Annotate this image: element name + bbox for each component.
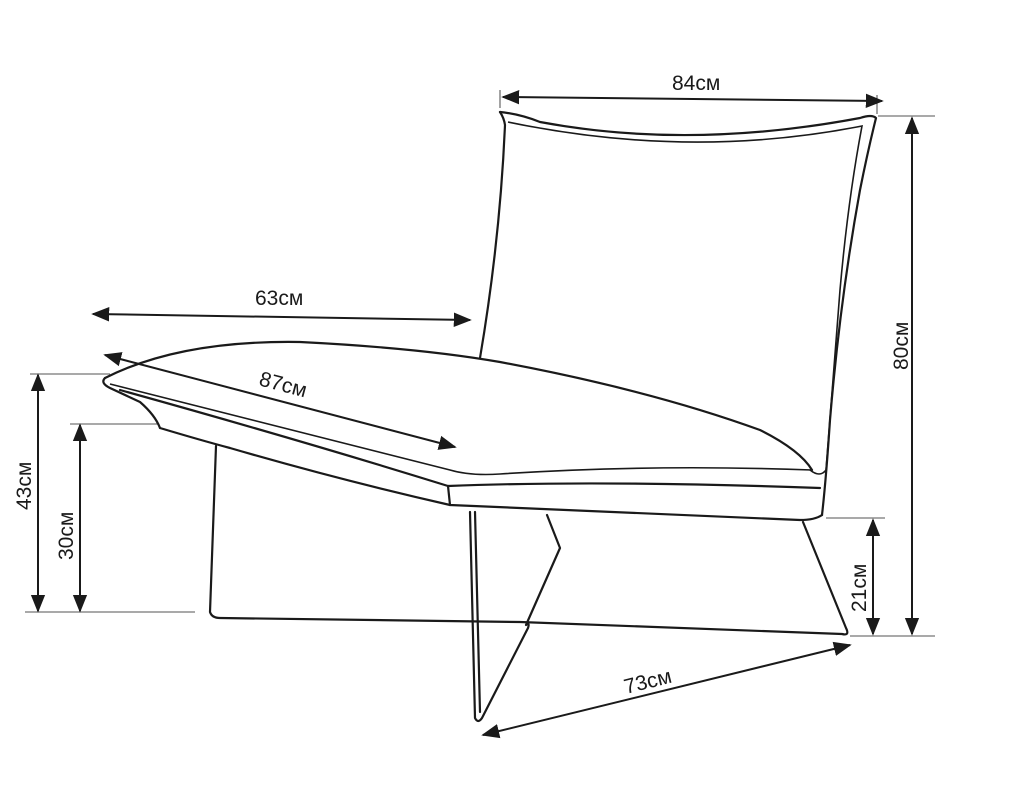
backrest	[478, 110, 878, 517]
arrow-87	[103, 352, 457, 450]
label-seat-width: 63см	[255, 287, 303, 310]
arrow-84	[501, 89, 884, 109]
metal-frame	[208, 444, 849, 723]
label-rear-seat-height: 30см	[55, 512, 78, 560]
arrow-63	[91, 307, 472, 327]
label-front-seat-height: 43см	[13, 462, 36, 510]
label-backrest-width: 84см	[672, 72, 720, 95]
label-frame-height: 21см	[848, 564, 871, 612]
label-total-height: 80см	[890, 322, 913, 370]
dimension-arrows	[30, 89, 920, 739]
extension-lines	[25, 90, 935, 637]
arrow-73	[481, 641, 852, 739]
seat-cushion	[102, 340, 824, 522]
